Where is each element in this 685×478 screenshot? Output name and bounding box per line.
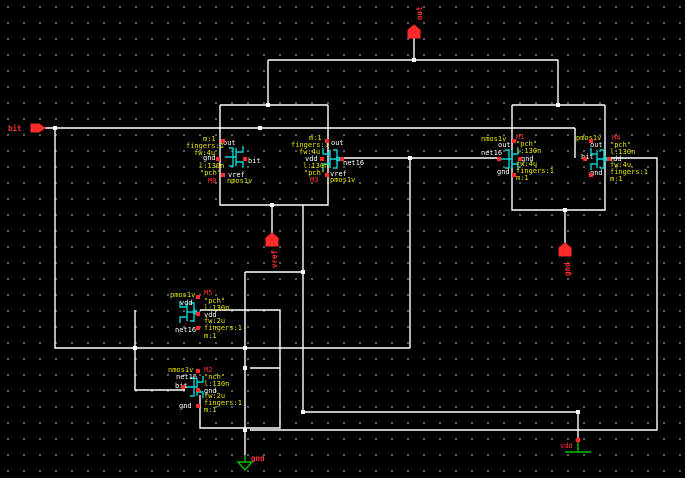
junction-dots — [53, 58, 580, 432]
svg-text:gnd: gnd — [590, 169, 603, 177]
svg-text:fingers:1: fingers:1 — [204, 324, 242, 332]
svg-text:vref: vref — [270, 250, 279, 268]
svg-text:fingers:1: fingers:1 — [610, 168, 648, 176]
svg-text:gnd: gnd — [563, 262, 572, 276]
svg-text:m:1: m:1 — [516, 174, 529, 182]
svg-text:l:130n: l:130n — [303, 162, 328, 170]
transistor-m5[interactable]: pmos1v M5 "pch" l:130n fw:2u fingers:1 m… — [170, 289, 242, 340]
svg-text:net16: net16 — [175, 326, 196, 334]
svg-text:M2: M2 — [204, 366, 212, 374]
svg-text:out: out — [415, 6, 424, 20]
svg-text:M0: M0 — [208, 177, 216, 185]
svg-text:out: out — [331, 139, 344, 147]
pin-bit[interactable]: bit — [8, 123, 46, 133]
svg-text:vdd: vdd — [609, 155, 622, 163]
svg-text:bit: bit — [248, 157, 261, 165]
svg-text:m:1: m:1 — [610, 175, 623, 183]
svg-text:vdd: vdd — [560, 442, 573, 450]
svg-text:fingers:1: fingers:1 — [204, 399, 242, 407]
svg-text:nmos1v: nmos1v — [168, 366, 193, 374]
svg-text:"pch": "pch" — [200, 169, 221, 177]
svg-text:vdd: vdd — [204, 311, 217, 319]
svg-text:out: out — [223, 139, 236, 147]
svg-text:pmos1v: pmos1v — [576, 134, 601, 142]
svg-text:gnd: gnd — [203, 154, 216, 162]
svg-text:gnd: gnd — [204, 387, 217, 395]
svg-text:fingers:1: fingers:1 — [186, 142, 224, 150]
svg-text:fingers:1: fingers:1 — [291, 141, 329, 149]
svg-text:nmos1v: nmos1v — [481, 135, 506, 143]
svg-text:fw:4u: fw:4u — [610, 161, 631, 169]
svg-text:l:130n: l:130n — [204, 304, 229, 312]
transistor-m2[interactable]: nmos1v M2 "nch" l:130n fw:2u fingers:1 m… — [168, 366, 242, 414]
svg-text:vref: vref — [228, 171, 245, 179]
svg-text:M5: M5 — [204, 289, 212, 297]
svg-text:m:1: m:1 — [204, 332, 217, 340]
svg-text:"pch": "pch" — [516, 140, 537, 148]
svg-text:M1: M1 — [516, 133, 524, 141]
transistor-m0[interactable]: m:1 fingers:1 fw:4u l:130n "pch" gnd out… — [186, 135, 261, 185]
svg-text:vdd: vdd — [305, 155, 318, 163]
pin-out[interactable]: out — [407, 6, 424, 39]
transistor-m3[interactable]: m:1 fingers:1 fw:4u l:130n "pch" out vdd… — [291, 134, 364, 184]
svg-text:l:130n: l:130n — [516, 147, 541, 155]
svg-text:"pch": "pch" — [610, 141, 631, 149]
svg-text:l:130n: l:130n — [199, 162, 224, 170]
svg-text:fw:2u: fw:2u — [204, 392, 225, 400]
svg-text:bit: bit — [581, 153, 594, 161]
svg-text:net16: net16 — [176, 373, 197, 381]
svg-text:fingers:1: fingers:1 — [516, 167, 554, 175]
svg-text:"pch": "pch" — [204, 297, 225, 305]
svg-text:M3: M3 — [310, 176, 318, 184]
svg-text:vdd: vdd — [180, 299, 193, 307]
svg-text:"nch": "nch" — [204, 373, 225, 381]
svg-text:l:130n: l:130n — [610, 148, 635, 156]
pin-gnd[interactable]: gnd — [558, 242, 572, 276]
svg-text:bit: bit — [8, 124, 22, 133]
svg-text:nmos1v: nmos1v — [227, 177, 252, 185]
pin-vref[interactable]: vref — [265, 232, 279, 268]
svg-text:gnd: gnd — [521, 155, 534, 163]
pin-gnd-bottom[interactable]: gnd — [236, 454, 265, 472]
svg-text:fw:2u: fw:2u — [204, 317, 225, 325]
svg-text:fw:4u: fw:4u — [516, 160, 537, 168]
svg-text:m:1: m:1 — [203, 135, 216, 143]
svg-text:m:1: m:1 — [309, 134, 322, 142]
svg-text:gnd: gnd — [179, 402, 192, 410]
transistor-m4[interactable]: pmos1v M4 "pch" l:130n fw:4u fingers:1 m… — [576, 134, 648, 183]
svg-text:gnd: gnd — [251, 454, 265, 463]
svg-text:net16: net16 — [343, 159, 364, 167]
svg-text:"pch": "pch" — [304, 169, 325, 177]
transistor-m1[interactable]: nmos1v M1 "pch" l:130n fw:4u fingers:1 m… — [481, 133, 554, 182]
svg-text:pmos1v: pmos1v — [170, 291, 195, 299]
svg-text:m:1: m:1 — [204, 406, 217, 414]
svg-text:fw:4u: fw:4u — [194, 149, 215, 157]
svg-text:M4: M4 — [612, 134, 620, 142]
pin-vdd[interactable]: vdd — [560, 437, 591, 453]
svg-text:pmos1v: pmos1v — [330, 176, 355, 184]
svg-text:l:130n: l:130n — [204, 380, 229, 388]
svg-text:fw:4u: fw:4u — [299, 148, 320, 156]
svg-text:gnd: gnd — [497, 168, 510, 176]
svg-text:out: out — [590, 141, 603, 149]
svg-text:out: out — [498, 141, 511, 149]
svg-text:net16: net16 — [481, 149, 502, 157]
svg-text:vref: vref — [330, 170, 347, 178]
